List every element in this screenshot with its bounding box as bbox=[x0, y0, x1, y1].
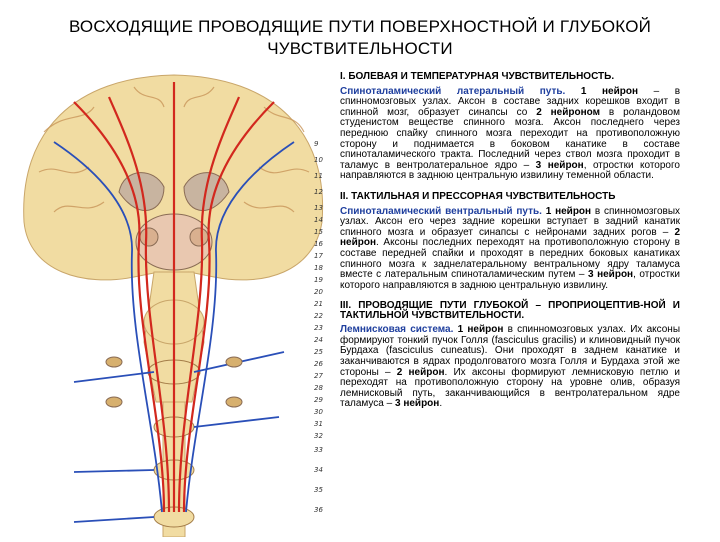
anatomy-diagram: 9 10 11 12 13 14 15 16 17 18 19 20 21 22… bbox=[23, 74, 323, 538]
pathway-name: Лемнисковая система. bbox=[340, 324, 454, 336]
figure-label: 26 bbox=[314, 360, 323, 368]
figure-label: 27 bbox=[314, 372, 323, 380]
figure-label: 25 bbox=[314, 348, 323, 356]
neuron-3: 3 нейрон bbox=[535, 159, 584, 171]
figure-label: 31 bbox=[314, 420, 323, 428]
figure-label: 9 bbox=[314, 140, 319, 148]
section-body: Спиноталамический латеральный путь. 1 не… bbox=[340, 85, 681, 182]
body-text: в спинномозговых узлах. Аксон его через … bbox=[340, 205, 680, 238]
figure-label: 35 bbox=[314, 486, 323, 494]
figure-label: 21 bbox=[314, 300, 323, 308]
figure-label: 22 bbox=[314, 312, 323, 320]
figure-label: 36 bbox=[314, 506, 323, 514]
body-text: в спинномозговых узлах. Их аксоны формир… bbox=[340, 324, 681, 378]
page-title: ВОСХОДЯЩИЕ ПРОВОДЯЩИЕ ПУТИ ПОВЕРХНОСТНОЙ… bbox=[68, 17, 652, 58]
neuron-1: 1 нейрон bbox=[580, 85, 638, 97]
figure-label: 12 bbox=[314, 188, 323, 196]
figure-label: 11 bbox=[314, 172, 323, 180]
description-column: I. БОЛЕВАЯ И ТЕМПЕРАТУРНАЯ ЧУВСТВИТЕЛЬНО… bbox=[340, 71, 681, 420]
body-text: . Их аксоны формируют лемнисковую петлю … bbox=[340, 366, 680, 410]
section-pain-temperature: I. БОЛЕВАЯ И ТЕМПЕРАТУРНАЯ ЧУВСТВИТЕЛЬНО… bbox=[340, 71, 681, 182]
figure-label: 14 bbox=[314, 216, 323, 224]
body-text: . Аксоны последних переходят на противоп… bbox=[340, 237, 680, 281]
figure-label: 34 bbox=[314, 466, 323, 474]
section-heading: I. БОЛЕВАЯ И ТЕМПЕРАТУРНАЯ ЧУВСТВИТЕЛЬНО… bbox=[340, 71, 615, 82]
neuron-3: 3 нейрон bbox=[394, 398, 440, 410]
section-proprioceptive: III. ПРОВОДЯЩИЕ ПУТИ ГЛУБОКОЙ – ПРОПРИОЦ… bbox=[340, 301, 680, 410]
figure-label: 18 bbox=[314, 264, 323, 272]
body-text: . bbox=[439, 398, 443, 410]
figure-label: 13 bbox=[314, 204, 323, 212]
figure-label: 30 bbox=[314, 408, 323, 416]
neuron-1: 1 нейрон bbox=[545, 205, 592, 217]
body-text: , отростки которого направляются в задню… bbox=[340, 269, 680, 291]
pathway-name: Спиноталамический вентральный путь. bbox=[340, 205, 542, 217]
neuron-2: 2 нейрон bbox=[396, 366, 445, 378]
body-text: в роландовом студенистом веществе спинно… bbox=[340, 106, 680, 171]
section-body: Спиноталамический вентральный путь. 1 не… bbox=[340, 205, 680, 292]
body-text: , отростки которого направляются в задню… bbox=[340, 159, 680, 182]
neuron-2: 2 нейрон bbox=[340, 226, 680, 249]
pathway-name: Спиноталамический латеральный путь. bbox=[340, 85, 566, 97]
section-heading: III. ПРОВОДЯЩИЕ ПУТИ ГЛУБОКОЙ – ПРОПРИОЦ… bbox=[340, 300, 680, 322]
neuron-1: 1 нейрон bbox=[457, 324, 504, 336]
figure-label: 23 bbox=[314, 324, 323, 332]
figure-label: 29 bbox=[314, 396, 323, 404]
figure-label: 16 bbox=[314, 240, 323, 248]
figure-label: 17 bbox=[314, 252, 323, 260]
figure-label: 10 bbox=[314, 156, 323, 164]
spinal-pathways-illustration: 9 10 11 12 13 14 15 16 17 18 19 20 21 22… bbox=[14, 72, 334, 538]
neuron-3: 3 нейрон bbox=[588, 269, 634, 281]
section-heading: II. ТАКТИЛЬНАЯ И ПРЕССОРНАЯ ЧУВСТВИТЕЛЬН… bbox=[340, 190, 616, 202]
body-text: – в спинномозговых узлах. Аксон в состав… bbox=[340, 85, 681, 118]
figure-label: 33 bbox=[314, 446, 323, 454]
figure-label: 19 bbox=[314, 276, 323, 284]
section-tactile-pressure: II. ТАКТИЛЬНАЯ И ПРЕССОРНАЯ ЧУВСТВИТЕЛЬН… bbox=[340, 190, 680, 292]
figure-label: 32 bbox=[314, 432, 323, 440]
section-body: Лемнисковая система. 1 нейрон в спинномо… bbox=[340, 324, 681, 410]
body-text bbox=[565, 86, 581, 97]
neuron-2: 2 нейроном bbox=[536, 106, 601, 118]
figure-label: 24 bbox=[314, 336, 323, 344]
figure-label: 28 bbox=[314, 384, 323, 392]
figure-label: 15 bbox=[314, 228, 323, 236]
figure-label: 20 bbox=[314, 288, 323, 296]
